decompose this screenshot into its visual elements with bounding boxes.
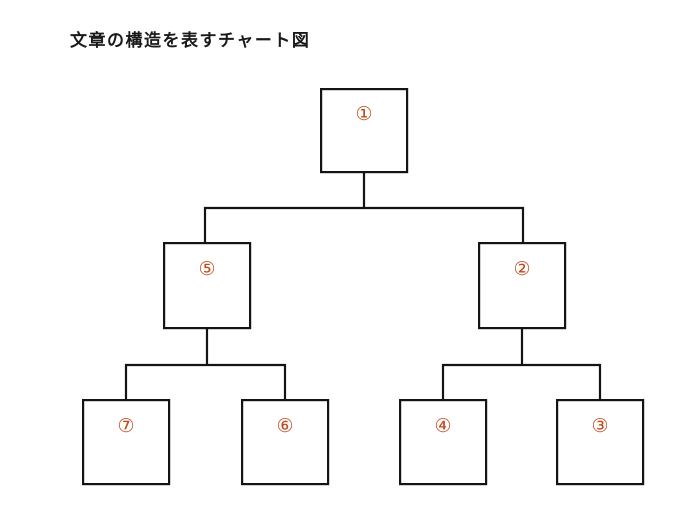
node-label-2: ② <box>513 258 530 280</box>
connector-node2-to-children <box>441 327 602 401</box>
connector-group <box>124 171 602 401</box>
node-box-7[interactable] <box>81 399 171 486</box>
page-title: 文章の構造を表すチャート図 <box>70 31 311 51</box>
node-box-3[interactable] <box>555 399 645 486</box>
node-3[interactable]: ③ <box>555 399 645 486</box>
node-label-6: ⑥ <box>276 415 293 437</box>
node-label-7: ⑦ <box>117 415 134 437</box>
node-label-1: ① <box>355 103 372 125</box>
node-7[interactable]: ⑦ <box>81 399 171 486</box>
node-label-3: ③ <box>591 415 608 437</box>
node-6[interactable]: ⑥ <box>241 399 330 486</box>
node-box-5[interactable] <box>163 242 252 330</box>
node-box-2[interactable] <box>478 242 567 330</box>
node-5[interactable]: ⑤ <box>163 242 252 330</box>
node-2[interactable]: ② <box>478 242 567 330</box>
node-box-6[interactable] <box>241 399 330 486</box>
connector-node5-to-children <box>124 327 287 401</box>
node-1[interactable]: ① <box>320 87 409 174</box>
node-box-1[interactable] <box>320 87 409 174</box>
connector-root-to-level1 <box>203 171 525 244</box>
node-label-5: ⑤ <box>198 258 215 280</box>
node-box-4[interactable] <box>399 399 488 486</box>
node-label-4: ④ <box>434 415 451 437</box>
node-4[interactable]: ④ <box>399 399 488 486</box>
